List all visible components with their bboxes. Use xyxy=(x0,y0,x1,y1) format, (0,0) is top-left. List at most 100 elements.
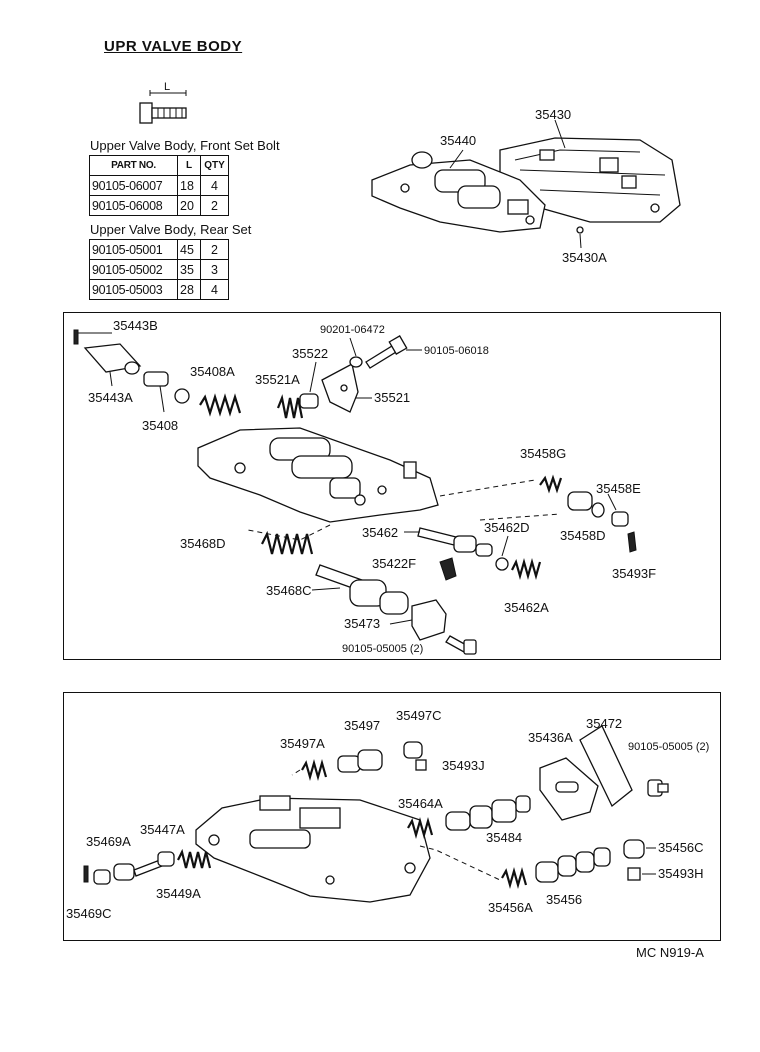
label-35493H: 35493H xyxy=(658,866,704,881)
valve-body-35440-drawing xyxy=(371,151,546,233)
label-35462A: 35462A xyxy=(504,600,549,615)
valve-35456 xyxy=(535,847,611,883)
label-35458D: 35458D xyxy=(560,528,606,543)
valve-35484 xyxy=(445,795,531,831)
plug-35458E xyxy=(611,511,629,527)
label-35464A: 35464A xyxy=(398,796,443,811)
clip-35422F xyxy=(439,557,457,581)
part-no-cell: 90105-06007 xyxy=(89,175,178,196)
valve-35468C xyxy=(315,564,409,615)
valve-35497 xyxy=(337,749,383,773)
label-35440: 35440 xyxy=(440,133,476,148)
pin-35469C xyxy=(83,865,89,883)
label-35497C: 35497C xyxy=(396,708,442,723)
label-35522: 35522 xyxy=(292,346,328,361)
clip-35493H xyxy=(627,867,641,881)
rear-table-caption: Upper Valve Body, Rear Set xyxy=(90,222,252,237)
part-no-cell: 90105-05002 xyxy=(89,259,178,280)
label-35430A: 35430A xyxy=(562,250,607,265)
bolt-90105-05005-rear xyxy=(647,779,669,797)
clip-35493J xyxy=(415,759,427,771)
front-valve-panel xyxy=(63,312,721,660)
front-bolt-table: PART NO. L QTY 90105-06007 18 4 90105-06… xyxy=(89,155,229,216)
label-35408A: 35408A xyxy=(190,364,235,379)
spring-35458G xyxy=(539,474,563,494)
spring-35449A xyxy=(177,848,212,869)
length-cell: 18 xyxy=(177,175,201,196)
bolt-90105-05005-front xyxy=(445,635,477,655)
label-35443B: 35443B xyxy=(113,318,158,333)
cover-35473 xyxy=(411,599,447,641)
length-cell: 28 xyxy=(177,279,201,300)
rear-valve-panel xyxy=(63,692,721,941)
label-35521A: 35521A xyxy=(255,372,300,387)
clip-35493F xyxy=(627,531,637,553)
label-90105-05005-rear: 90105-05005 (2) xyxy=(628,741,709,753)
spring-35497A xyxy=(301,758,328,782)
label-35472: 35472 xyxy=(586,716,622,731)
qty-cell: 3 xyxy=(200,259,229,280)
label-35408: 35408 xyxy=(142,418,178,433)
valve-body-35430-drawing xyxy=(499,137,681,223)
label-35521: 35521 xyxy=(374,390,410,405)
label-90105-06018: 90105-06018 xyxy=(424,345,489,357)
label-35497: 35497 xyxy=(344,718,380,733)
label-35468C: 35468C xyxy=(266,583,312,598)
plug-35408 xyxy=(143,371,190,404)
plug-35458D xyxy=(567,491,605,518)
label-35458E: 35458E xyxy=(596,481,641,496)
label-35449A: 35449A xyxy=(156,886,201,901)
spring-35464A xyxy=(407,816,434,840)
label-35422F: 35422F xyxy=(372,556,416,571)
label-35484: 35484 xyxy=(486,830,522,845)
label-35493J: 35493J xyxy=(442,758,485,773)
plate-35472 xyxy=(579,725,633,808)
plug-35497C xyxy=(403,741,423,759)
label-35469C: 35469C xyxy=(66,906,112,921)
label-35462: 35462 xyxy=(362,525,398,540)
plug-35469A xyxy=(93,863,135,885)
label-35456C: 35456C xyxy=(658,840,704,855)
label-35456A: 35456A xyxy=(488,900,533,915)
label-35447A: 35447A xyxy=(140,822,185,837)
label-35473: 35473 xyxy=(344,616,380,631)
qty-cell: 4 xyxy=(200,279,229,300)
table-row: 90105-05002 35 3 xyxy=(89,259,229,280)
spring-35468D xyxy=(261,530,314,555)
valve-35447A xyxy=(133,851,175,877)
spring-35462A xyxy=(511,557,542,581)
page-title: UPR VALVE BODY xyxy=(104,38,243,55)
table-row: 90105-06008 20 2 xyxy=(89,195,229,216)
label-35458G: 35458G xyxy=(520,446,566,461)
label-35462D: 35462D xyxy=(484,520,530,535)
label-35493F: 35493F xyxy=(612,566,656,581)
qty-cell: 2 xyxy=(200,195,229,216)
plug-35456C xyxy=(623,839,645,859)
pin-35443B xyxy=(73,329,79,345)
detent-plate-35521 xyxy=(321,363,359,413)
label-35436A: 35436A xyxy=(528,730,573,745)
label-35443A: 35443A xyxy=(88,390,133,405)
part-no-cell: 90105-05003 xyxy=(89,279,178,300)
table-row: 90105-05003 28 4 xyxy=(89,279,229,300)
table-row: 90105-06007 18 4 xyxy=(89,175,229,196)
label-35468D: 35468D xyxy=(180,536,226,551)
diagram-code: MC N919-A xyxy=(636,945,704,960)
rear-valve-body-drawing xyxy=(195,795,431,903)
valve-35462 xyxy=(417,527,493,557)
washer-35462D xyxy=(495,557,509,571)
label-35497A: 35497A xyxy=(280,736,325,751)
label-90201-06472: 90201-06472 xyxy=(320,324,385,336)
label-90105-05005-front: 90105-05005 (2) xyxy=(342,643,423,655)
label-35456: 35456 xyxy=(546,892,582,907)
plug-35522 xyxy=(299,393,319,409)
spring-35408A xyxy=(199,393,242,417)
part-no-cell: 90105-06008 xyxy=(89,195,178,216)
rear-bolt-table: 90105-05001 45 2 90105-05002 35 3 90105-… xyxy=(89,239,229,300)
label-35469A: 35469A xyxy=(86,834,131,849)
front-valve-body-drawing xyxy=(197,427,439,523)
spring-35521A xyxy=(276,394,304,419)
bolt-90105-06018 xyxy=(365,335,408,369)
washer-90201-06472 xyxy=(349,356,363,368)
